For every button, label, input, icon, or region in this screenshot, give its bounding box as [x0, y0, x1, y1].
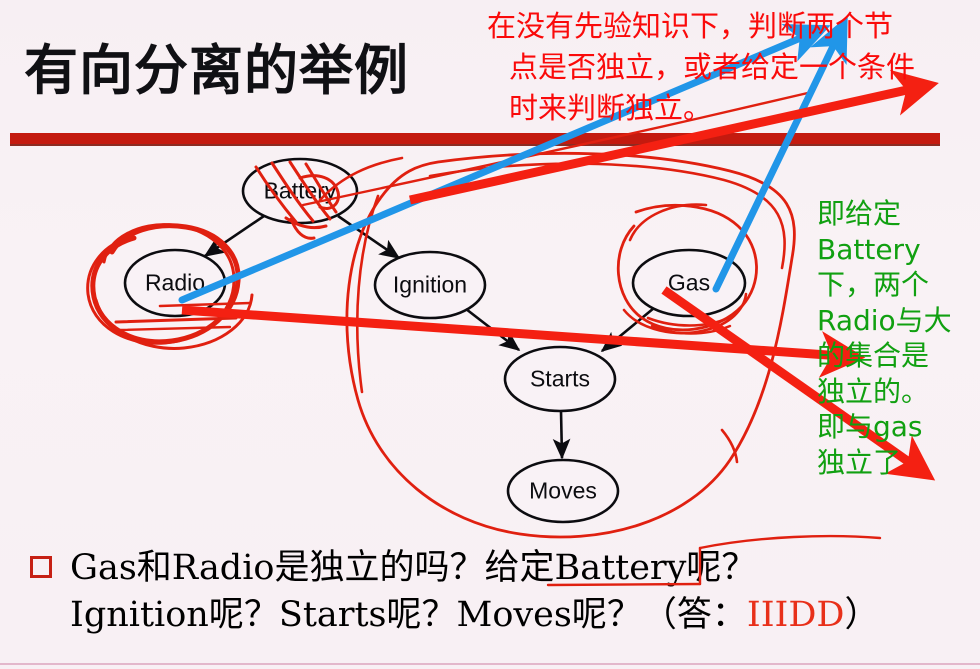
bullet-line-2: Ignition呢？Starts呢？Moves呢？（答：IIIDD） [70, 592, 968, 639]
node-label-gas: Gas [667, 269, 711, 296]
title-underline-bar [10, 133, 940, 144]
edge-battery-ignition [337, 214, 401, 260]
bullet-paragraph: Gas和Radio是独立的吗？给定Battery呢？ Ignition呢？Sta… [18, 545, 968, 639]
slide-title: 有向分离的举例 [24, 39, 409, 102]
footer-rule [0, 663, 980, 665]
green-note-line-8: 独立了 [817, 445, 902, 479]
green-note-line-5: 的集合是 [817, 339, 930, 372]
green-annotation-note: 即给定 Battery 下，两个 Radio与大 的集合是 独立的。 即与gas… [817, 196, 980, 480]
bullet-line-1: Gas和Radio是独立的吗？给定Battery呢？ [70, 548, 757, 588]
bullet-answer: IIIDD [746, 595, 845, 635]
green-note-line-3: 下，两个 [817, 268, 930, 301]
red-note-line-3: 时来判断独立。 [509, 91, 713, 125]
node-label-ignition: Ignition [392, 271, 468, 298]
graph-nodes [123, 157, 747, 524]
green-note-line-1: 即给定 [817, 197, 902, 230]
green-note-line-7: 即与gas [817, 410, 923, 443]
edge-ignition-starts [465, 307, 521, 352]
title-underline-thin [10, 144, 940, 146]
edge-starts-moves [552, 410, 571, 460]
node-label-starts: Starts [529, 365, 591, 392]
bullet-text: Gas和Radio是独立的吗？给定Battery呢？ Ignition呢？Sta… [18, 545, 968, 639]
node-label-radio: Radio [144, 269, 206, 296]
edge-gas-starts [600, 306, 655, 353]
red-note-line-2: 点是否独立，或者给定一个条件 [509, 50, 916, 84]
green-note-line-4: Radio与大 [817, 303, 952, 337]
bullet-square-marker [30, 556, 52, 578]
red-note-line-1: 在没有先验知识下，判断两个节 [487, 9, 894, 43]
green-note-line-6: 独立的。 [817, 374, 930, 408]
edge-battery-radio [203, 214, 265, 258]
red-annotation-note: 在没有先验知识下，判断两个节 点是否独立，或者给定一个条件 时来判断独立。 [487, 6, 957, 129]
node-label-moves: Moves [529, 477, 597, 504]
green-note-line-2: Battery [817, 232, 921, 266]
node-label-battery: Battery [263, 177, 337, 204]
bullet-line-2-prefix: Ignition呢？Starts呢？Moves呢？（答： [70, 595, 747, 635]
bullet-line-2-suffix: ） [844, 595, 880, 635]
